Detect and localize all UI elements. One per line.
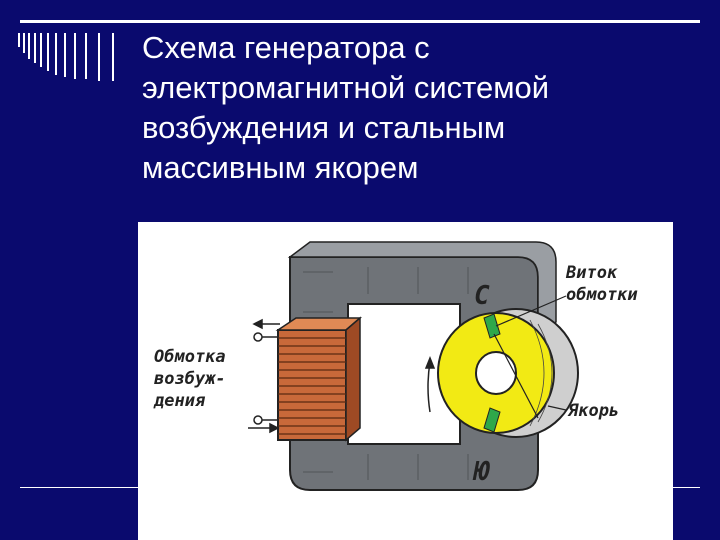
decorative-stripes	[18, 33, 114, 81]
rotation-arrow	[424, 355, 436, 413]
turn-label-line2: обмотки	[566, 285, 638, 305]
armature	[437, 308, 579, 438]
pole-north-label: С	[474, 281, 490, 311]
turn-label-line1: Виток	[565, 263, 618, 283]
coil-label-line2: возбуж-	[154, 369, 226, 389]
field-winding-coil	[275, 316, 363, 442]
coil-label-line3: дения	[153, 391, 206, 411]
armature-turn	[483, 313, 501, 339]
coil-label-line1: Обмотка	[154, 347, 226, 367]
top-divider	[20, 20, 700, 23]
armature-label: Якорь	[567, 401, 619, 421]
slide-title: Схема генератора с электромагнитной сист…	[142, 30, 550, 185]
generator-diagram: Обмотка возбуж- дения С Ю Виток обмотки …	[138, 222, 673, 540]
pole-south-label: Ю	[472, 457, 491, 487]
current-arrows	[248, 318, 280, 434]
field-terminals	[253, 332, 278, 425]
